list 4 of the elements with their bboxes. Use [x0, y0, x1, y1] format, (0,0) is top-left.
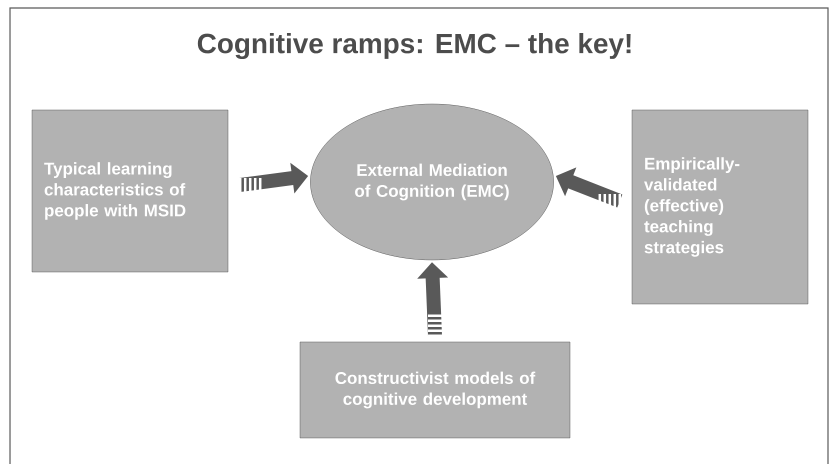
text-box: Typical learning characteristics of people with MSID [32, 110, 228, 272]
title: Cognitive ramps: EMC – the key! [198, 32, 631, 60]
text-box: Constructivist models of cognitive development [300, 342, 570, 438]
text-box: Empirically-validated (effective) teaching strategies [632, 110, 808, 304]
